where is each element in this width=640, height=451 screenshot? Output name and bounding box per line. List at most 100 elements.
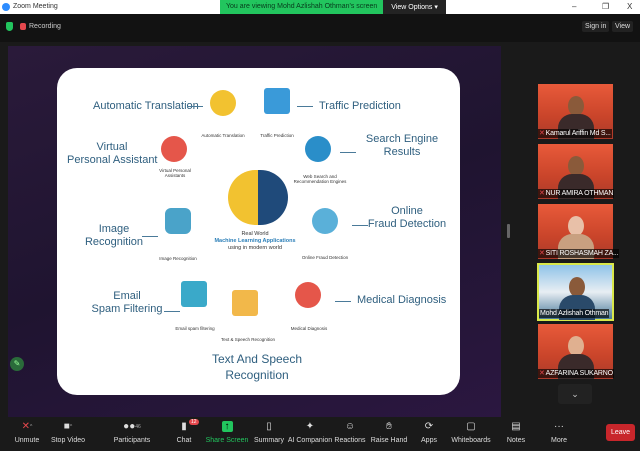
participant-name-text: NUR AMIRA OTHMAN xyxy=(545,190,614,197)
whiteboards-button[interactable]: ▢Whiteboards xyxy=(446,420,496,444)
more-label: More xyxy=(551,437,567,444)
leave-button[interactable]: Leave xyxy=(606,424,635,441)
view-options-label: View Options xyxy=(391,4,433,11)
participant-name-text: Mohd Azlishah Othman xyxy=(540,310,609,317)
small-virtual-assistants: Virtual Personal Assistants xyxy=(159,168,191,178)
arrow-icon xyxy=(187,106,203,107)
muted-mic-icon: ✕ xyxy=(539,250,545,257)
notes-label: Notes xyxy=(506,437,526,444)
muted-mic-icon: ✕ xyxy=(539,370,545,377)
ai-companion-button[interactable]: ✦AI Companion xyxy=(285,420,335,444)
participants-count: 46 xyxy=(135,424,141,430)
small-image-recognition: Image Recognition xyxy=(159,256,197,261)
arrow-icon xyxy=(335,301,351,302)
participant-tile[interactable]: ✕AZFARINA SUKARNO xyxy=(538,324,614,379)
arrow-icon xyxy=(142,236,158,237)
email-filter-icon xyxy=(181,281,207,307)
apps-button[interactable]: ⟳Apps xyxy=(404,420,454,444)
restore-button[interactable]: ❐ xyxy=(602,2,610,11)
participant-name: ✕SITI ROSHASMAH ZA... xyxy=(538,249,620,258)
title-bar: Zoom Meeting You are viewing Mohd Azlish… xyxy=(0,0,640,14)
zoom-logo-icon xyxy=(2,3,10,11)
summary-button[interactable]: ▯Summary xyxy=(244,420,294,444)
robot-icon xyxy=(165,208,191,234)
notes-icon: ▤ xyxy=(511,421,521,432)
share-screen-icon: ↑ xyxy=(202,420,252,434)
participants-icon: ●●46 xyxy=(123,421,141,432)
label-image-recognition: Image Recognition xyxy=(84,223,144,248)
participants-label: Participants xyxy=(113,437,151,444)
participant-name-text: Kamarul Ariffin Md S... xyxy=(545,130,611,137)
share-screen-button[interactable]: ↑ Share Screen xyxy=(202,420,252,444)
whiteboards-label: Whiteboards xyxy=(451,437,491,444)
more-button[interactable]: ···More xyxy=(534,420,584,444)
unmute-button[interactable]: ✕^ Unmute xyxy=(2,420,52,444)
ai-companion-label: AI Companion xyxy=(287,437,333,444)
center-line1: Real World xyxy=(241,231,269,237)
participant-name-text: AZFARINA SUKARNO xyxy=(545,370,613,377)
small-web-search: Web Search and Recommendation Engines xyxy=(293,174,347,184)
scroll-down-chevron-icon[interactable]: ⌄ xyxy=(558,384,592,404)
raise-hand-label: Raise Hand xyxy=(370,437,408,444)
smiley-icon: ☺ xyxy=(344,421,356,432)
window-title: Zoom Meeting xyxy=(13,3,58,10)
fraud-face-icon xyxy=(312,208,338,234)
annotate-pen-icon[interactable]: ✎ xyxy=(10,357,24,371)
traffic-dashboard-icon xyxy=(264,88,290,114)
participant-tile[interactable]: ✕NUR AMIRA OTHMAN xyxy=(538,144,615,199)
assistant-head-icon xyxy=(161,136,187,162)
lightbulb-icon xyxy=(210,90,236,116)
video-face xyxy=(568,216,584,236)
participant-name: ✕AZFARINA SUKARNO xyxy=(538,369,614,378)
participant-tile[interactable]: ✕Kamarul Ariffin Md S... xyxy=(538,84,613,139)
center-line2: Machine Learning Applications xyxy=(214,238,296,244)
label-traffic-prediction: Traffic Prediction xyxy=(319,100,401,112)
close-button[interactable]: X xyxy=(627,2,633,11)
microphone-icon xyxy=(232,290,258,316)
medical-brain-icon xyxy=(295,282,321,308)
participant-tile[interactable]: ✕SITI ROSHASMAH ZA... xyxy=(538,204,620,259)
share-screen-label: Share Screen xyxy=(205,437,249,444)
arrow-icon xyxy=(164,311,180,312)
muted-mic-icon: ✕ xyxy=(539,190,545,197)
small-fraud-detection: Online Fraud Detection xyxy=(301,255,349,260)
unmute-label: Unmute xyxy=(14,437,40,444)
brain-left-icon xyxy=(228,170,258,225)
center-line3: using in modern world xyxy=(228,245,282,251)
sign-in-button[interactable]: Sign in xyxy=(582,21,610,32)
label-email-spam: Email Spam Filtering xyxy=(91,290,163,315)
small-email-spam: Email spam filtering xyxy=(175,326,215,331)
reactions-label: Reactions xyxy=(334,437,366,444)
video-face xyxy=(568,96,584,116)
raise-hand-button[interactable]: ✋︎Raise Hand xyxy=(364,420,414,444)
arrow-icon xyxy=(340,152,356,153)
label-text-speech: Text And Speech Recognition xyxy=(211,352,303,382)
view-button[interactable]: View xyxy=(612,21,634,32)
minimize-button[interactable]: – xyxy=(572,2,577,11)
muted-mic-icon: ✕ xyxy=(539,130,545,137)
arrow-icon xyxy=(352,225,368,226)
label-search-engine: Search Engine Results xyxy=(365,133,439,158)
small-automatic-translation: Automatic Translation xyxy=(201,133,245,138)
label-automatic-translation: Automatic Translation xyxy=(93,100,199,112)
recording-label[interactable]: Recording xyxy=(29,23,61,30)
active-speaker-tile[interactable]: Mohd Azlishah Othman xyxy=(537,263,614,321)
recording-icon xyxy=(20,23,26,30)
muted-mic-icon: ✕^ xyxy=(21,421,33,432)
label-medical-diagnosis: Medical Diagnosis xyxy=(357,294,447,306)
notes-button[interactable]: ▤ Notes xyxy=(491,420,541,444)
chat-label: Chat xyxy=(176,437,192,444)
apps-icon: ⟳ xyxy=(424,421,434,432)
label-fraud-detection: Online Fraud Detection xyxy=(367,205,447,230)
slide: Automatic Translation Automatic Translat… xyxy=(57,68,460,395)
security-shield-icon[interactable] xyxy=(6,22,13,31)
panel-resize-handle[interactable] xyxy=(507,224,510,238)
reactions-button[interactable]: ☺ Reactions xyxy=(325,420,375,444)
screen-share-banner: You are viewing Mohd Azlishah Othman's s… xyxy=(220,0,446,14)
view-options-button[interactable]: View Options ▾ xyxy=(383,0,446,14)
participant-name-text: SITI ROSHASMAH ZA... xyxy=(545,250,619,257)
stop-video-button[interactable]: ■^Stop Video xyxy=(43,420,93,444)
